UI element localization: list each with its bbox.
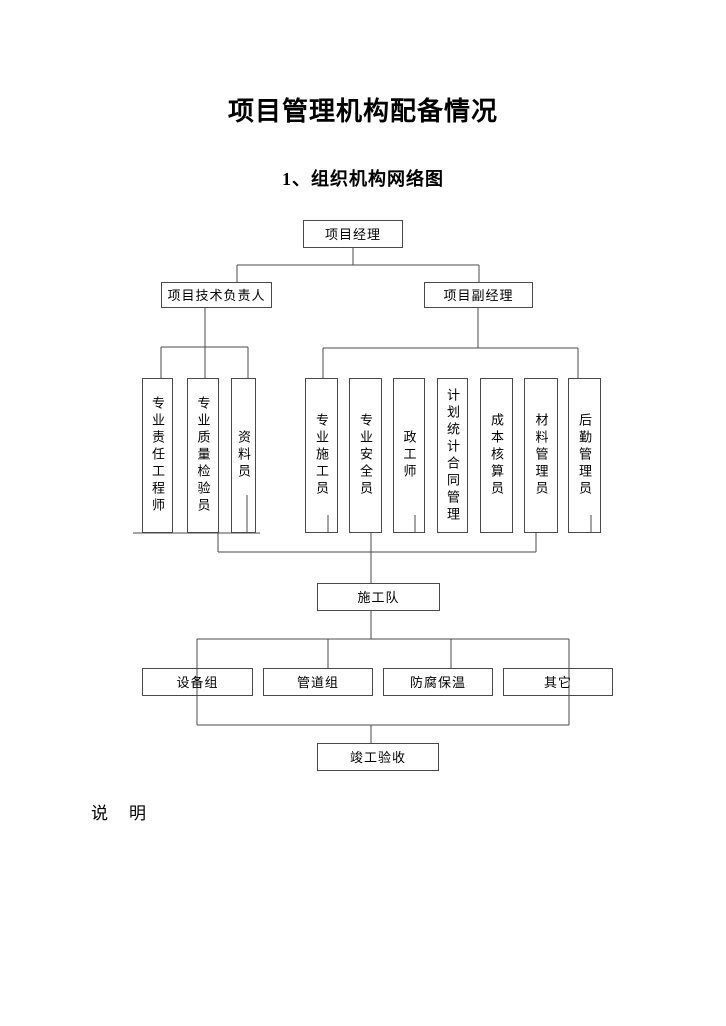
node-others-group: 其它 [503, 668, 613, 696]
node-technical-lead: 项目技术负责人 [161, 282, 272, 308]
node-logistics-administrator: 后勤管理员 [568, 378, 601, 533]
node-political-engineer: 政工师 [393, 378, 425, 533]
node-material-administrator: 材料管理员 [524, 378, 558, 533]
node-quality-inspector: 专业质量检验员 [187, 378, 219, 533]
explanation-label: 说 明 [91, 804, 148, 823]
node-safety-officer: 专业安全员 [349, 378, 382, 533]
node-plan-statistics-contract-admin: 计划统计合同管理 [437, 378, 468, 533]
node-professional-duty-engineer: 专业责任工程师 [142, 378, 173, 533]
node-equipment-group: 设备组 [142, 668, 253, 696]
node-construction-team: 施工队 [317, 583, 440, 611]
node-anticorrosion-insulation-group: 防腐保温 [383, 668, 493, 696]
node-deputy-project-manager: 项目副经理 [424, 282, 533, 308]
node-cost-accountant: 成本核算员 [480, 378, 513, 533]
node-document-clerk: 资料员 [231, 378, 256, 533]
page-title: 项目管理机构配备情况 [227, 97, 498, 126]
node-project-manager: 项目经理 [303, 220, 403, 248]
section-heading: 1、组织机构网络图 [282, 169, 444, 189]
node-construction-worker: 专业施工员 [305, 378, 338, 533]
node-pipeline-group: 管道组 [263, 668, 373, 696]
node-completion-acceptance: 竣工验收 [317, 743, 439, 771]
